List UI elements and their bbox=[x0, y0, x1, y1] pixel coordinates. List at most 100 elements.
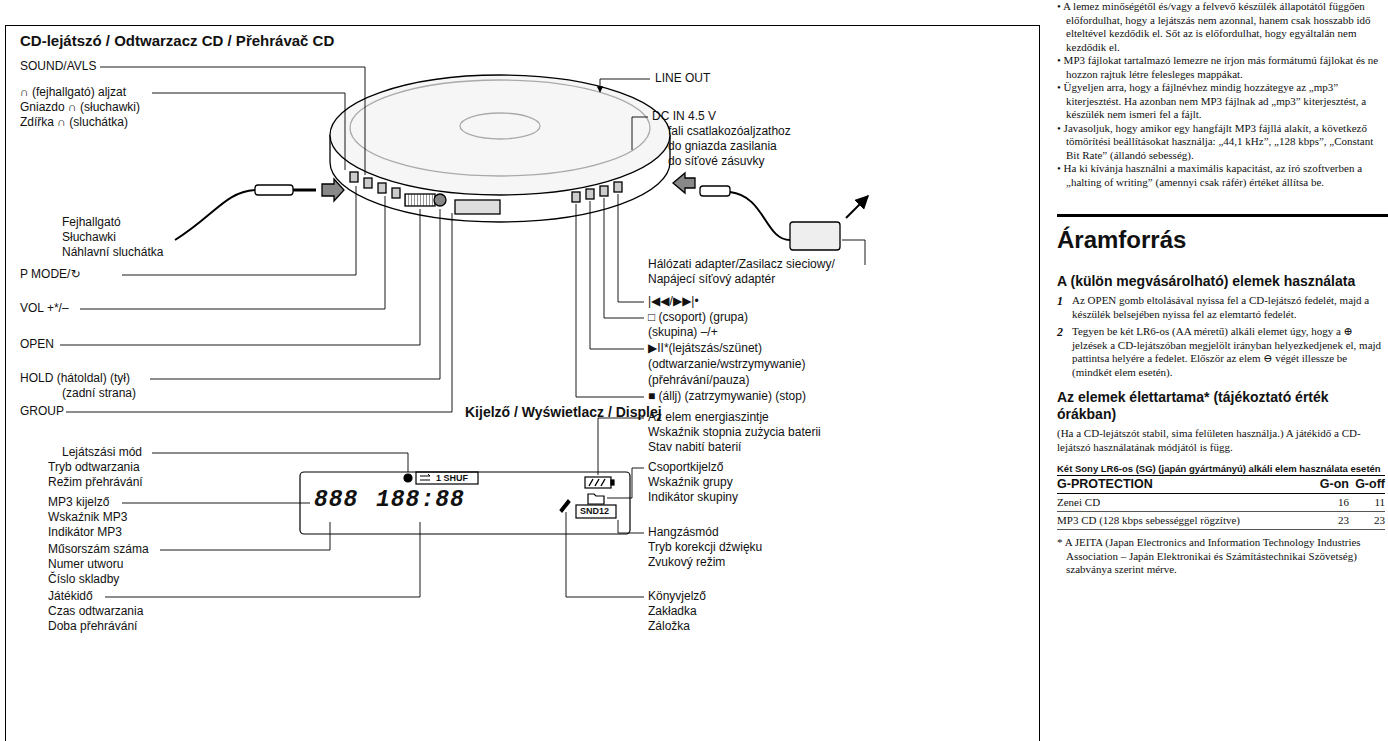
callout-label: Lejátszási mód bbox=[62, 446, 142, 460]
callout-label: (zadní strana) bbox=[62, 387, 136, 401]
step-row: 2Tegyen be két LR6-os (AA méretű) alkáli… bbox=[1057, 325, 1385, 379]
callout-label: Číslo skladby bbox=[48, 573, 119, 587]
callout-label: do gniazda zasilania bbox=[668, 140, 777, 154]
callout-label: ∩ (fejhallgató) aljzat bbox=[20, 86, 126, 100]
rect-shape bbox=[300, 472, 630, 534]
polygon-shape bbox=[673, 173, 695, 193]
heading-rule bbox=[1057, 214, 1388, 217]
note-text: (Ha a CD-lejátszót stabil, sima felülete… bbox=[1057, 427, 1385, 454]
rect-shape bbox=[350, 172, 358, 182]
path-shape bbox=[618, 520, 644, 533]
bullet-paragraph: • Javasoljuk, hogy amikor egy hangfájlt … bbox=[1057, 122, 1385, 163]
table-cell: G-PROTECTION bbox=[1057, 476, 1313, 493]
leader-lines bbox=[60, 67, 865, 597]
step-text: Tegyen be két LR6-os (AA méretű) alkáli … bbox=[1072, 325, 1385, 379]
callout-label: Numer utworu bbox=[48, 558, 123, 572]
table-cell: 11 bbox=[1349, 494, 1385, 511]
ac-adapter bbox=[673, 173, 868, 250]
path-shape bbox=[598, 418, 644, 475]
callout-label: Játékidő bbox=[48, 590, 93, 604]
path-shape bbox=[632, 117, 648, 150]
step-number: 2 bbox=[1057, 325, 1072, 379]
page-heading: Áramforrás bbox=[1057, 225, 1385, 255]
table-cell: G-on bbox=[1313, 476, 1349, 493]
callout-label: Zakładka bbox=[648, 605, 697, 619]
rect-shape bbox=[611, 480, 614, 485]
callout-label: Gniazdo ∩ (słuchawki) bbox=[20, 101, 140, 115]
path-shape bbox=[604, 198, 644, 318]
callout-label: Fejhallgató bbox=[62, 216, 121, 230]
callout-label: Napájecí síťový adaptér bbox=[648, 273, 775, 287]
sub-heading: Az elemek élettartama* (tájékoztató érté… bbox=[1057, 389, 1385, 423]
polygon-shape bbox=[322, 179, 344, 201]
callout-label: MP3 kijelző bbox=[48, 496, 109, 510]
callout-label: Słuchawki bbox=[62, 231, 116, 245]
table-cell: MP3 CD (128 kbps sebességgel rögzítve) bbox=[1057, 512, 1313, 529]
path-shape bbox=[846, 196, 868, 218]
table-row: Zenei CD1611 bbox=[1057, 494, 1385, 512]
callout-label: □ (csoport) (grupa) bbox=[648, 311, 748, 325]
path-shape bbox=[100, 67, 365, 175]
ellipse-shape bbox=[350, 80, 650, 176]
table-cell: 23 bbox=[1349, 512, 1385, 529]
rect-shape bbox=[378, 183, 386, 193]
callout-label: DC IN 4.5 V bbox=[652, 110, 716, 124]
path-shape bbox=[122, 186, 356, 275]
path-shape bbox=[560, 500, 570, 512]
callout-label: Tryb odtwarzania bbox=[48, 461, 140, 475]
rect-shape bbox=[700, 186, 730, 196]
path-shape bbox=[122, 503, 310, 504]
ellipse-shape bbox=[460, 113, 540, 139]
rect-shape bbox=[405, 194, 435, 206]
sub-heading: A (külön megvásárolható) elemek használa… bbox=[1057, 273, 1385, 290]
path-shape bbox=[420, 474, 430, 480]
path-shape bbox=[566, 512, 644, 597]
path-shape bbox=[590, 201, 644, 349]
figure-panel: CD-lejátszó / Odtwarzacz CD / Přehrávač … bbox=[5, 25, 1040, 741]
callout-label: Záložka bbox=[648, 620, 690, 634]
path-shape bbox=[105, 522, 420, 597]
headphone-plug bbox=[175, 179, 344, 240]
rect-shape bbox=[255, 185, 293, 195]
rect-shape bbox=[790, 222, 840, 250]
path-shape bbox=[588, 494, 604, 504]
callout-label: ▶II*(lejátszás/szünet) bbox=[648, 342, 762, 356]
callout-label: Könyvjelző bbox=[648, 590, 706, 604]
rect-shape bbox=[600, 186, 608, 196]
rect-shape bbox=[392, 188, 400, 198]
path-shape bbox=[842, 240, 865, 265]
path-shape bbox=[152, 453, 408, 472]
callout-label: (skupina) –/+ bbox=[648, 326, 718, 340]
callout-label: Režim přehrávání bbox=[48, 476, 143, 490]
callout-label: Hálózati adapter/Zasilacz sieciowy/ bbox=[648, 258, 835, 272]
callout-label: SOUND/AVLS bbox=[20, 60, 96, 74]
circle-shape bbox=[434, 194, 446, 206]
lcd-sound-text: SND12 bbox=[580, 506, 609, 516]
callout-label: HOLD (hátoldal) (tył) bbox=[20, 372, 130, 386]
path-shape bbox=[150, 209, 440, 379]
text-column: • A lemez minőségétől és/vagy a felvevő … bbox=[1057, 0, 1385, 189]
callout-label: Zdířka ∩ (sluchátka) bbox=[20, 116, 128, 130]
callout-label: Náhlavní sluchátka bbox=[62, 246, 163, 260]
callout-label: Zvukový režim bbox=[648, 556, 725, 570]
callout-label: Műsorszám száma bbox=[48, 543, 149, 557]
lcd-digits: 188:88 bbox=[376, 487, 465, 513]
callout-label: fali csatlakozóaljzathoz bbox=[668, 125, 791, 139]
path-shape bbox=[576, 204, 644, 397]
panel-title: CD-lejátszó / Odtwarzacz CD / Přehrávač … bbox=[6, 26, 348, 55]
callout-label: Czas odtwarzania bbox=[48, 605, 143, 619]
table-cell: 23 bbox=[1313, 512, 1349, 529]
table-cell: 16 bbox=[1313, 494, 1349, 511]
callout-label: Wskaźnik grupy bbox=[648, 476, 733, 490]
callout-label: GROUP bbox=[20, 405, 64, 419]
table-caption: Két Sony LR6-os (SG) (japán gyártmányú) … bbox=[1057, 462, 1385, 476]
callout-label: Indikátor skupiny bbox=[648, 491, 738, 505]
table-cell: G-off bbox=[1349, 476, 1385, 493]
callout-label: ■ (állj) (zatrzymywanie) (stop) bbox=[648, 390, 806, 404]
rect-shape bbox=[586, 189, 594, 199]
rect-shape bbox=[416, 472, 478, 484]
step-row: 1Az OPEN gomb eltolásával nyissa fel a C… bbox=[1057, 294, 1385, 321]
callout-label: (odtwarzanie/wstrzymywanie) bbox=[648, 358, 805, 372]
text-column: Áramforrás A (külön megvásárolható) eleme… bbox=[1057, 214, 1385, 577]
